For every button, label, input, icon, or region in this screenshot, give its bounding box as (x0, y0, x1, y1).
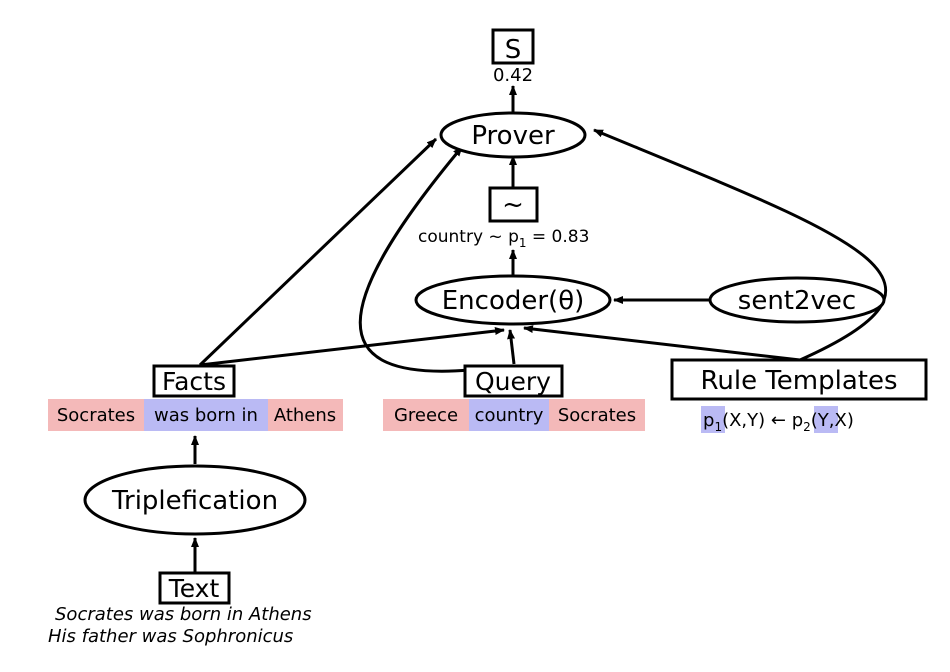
rule-templates-label: Rule Templates (700, 366, 897, 396)
query-relation: country (475, 405, 544, 426)
s-node: S (491, 28, 535, 65)
query-object: Socrates (558, 405, 636, 426)
facts-label: Facts (162, 367, 226, 396)
s-score: 0.42 (493, 65, 533, 86)
facts-subject-highlight (48, 399, 144, 431)
text-node: Text (158, 571, 231, 605)
rule-templates-node: Rule Templates (670, 358, 928, 401)
triplefication-node: Triplefication (83, 464, 307, 536)
text-line-2: His father was Sophronicus (48, 626, 293, 647)
triplefication-label: Triplefication (111, 486, 278, 516)
rule-template-formula: p1(X,Y) ← p2(Y,X) (701, 406, 854, 434)
edge-facts-to-encoder (199, 327, 505, 367)
query-subject: Greece (394, 405, 458, 426)
sent2vec-node: sent2vec (708, 276, 886, 324)
query-triple: Greece country Socrates (383, 399, 645, 431)
query-node: Query (463, 364, 564, 398)
prover-node: Prover (439, 111, 587, 159)
query-relation-highlight (469, 399, 549, 431)
edges (191, 85, 888, 572)
facts-relation: was born in (154, 405, 258, 426)
query-subject-highlight (383, 399, 469, 431)
edge-rules-to-encoder (523, 325, 801, 362)
edge-facts-to-prover (198, 137, 438, 367)
similarity-score-label: country ~ p1 = 0.83 (418, 227, 589, 250)
facts-node: Facts (152, 364, 236, 398)
facts-triple: Socrates was born in Athens (48, 399, 343, 431)
rule-p1-highlight (701, 406, 725, 433)
s-label: S (505, 35, 522, 65)
similarity-node: ~ (488, 186, 539, 223)
rule-p2-highlight (814, 406, 838, 433)
prover-label: Prover (471, 121, 555, 151)
edge-rules-to-prover (593, 128, 888, 362)
edge-query-to-encoder (507, 329, 516, 365)
query-label: Query (475, 367, 551, 396)
facts-subject: Socrates (57, 405, 135, 426)
rule-formula-text: p1(X,Y) ← p2(Y,X) (703, 410, 854, 434)
sent2vec-label: sent2vec (738, 286, 856, 316)
query-object-highlight (549, 399, 645, 431)
facts-object: Athens (274, 405, 336, 426)
encoder-label: Encoder(θ) (442, 286, 585, 316)
edge-query-to-prover (358, 146, 471, 373)
encoder-node: Encoder(θ) (414, 274, 612, 326)
text-line-1: Socrates was born in Athens (55, 604, 312, 625)
facts-object-highlight (268, 399, 343, 431)
text-label: Text (168, 574, 220, 603)
facts-relation-highlight (144, 399, 268, 431)
similarity-label: ~ (502, 190, 524, 220)
